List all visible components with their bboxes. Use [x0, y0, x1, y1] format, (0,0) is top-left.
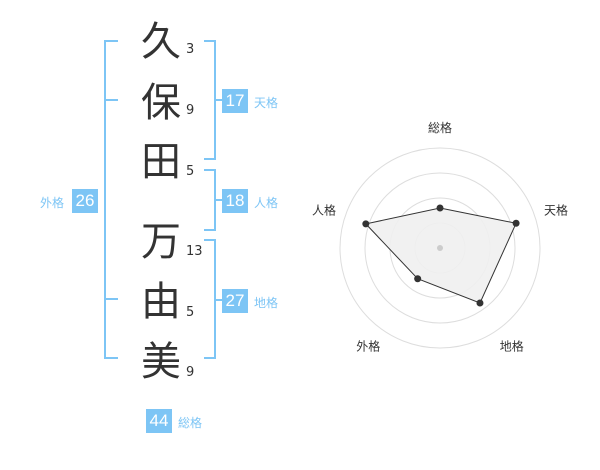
name-char-3: 田	[141, 139, 181, 185]
radar-axis-label-1: 総格	[428, 120, 452, 135]
radar-point-5	[362, 220, 370, 228]
chikaku-value: 27	[222, 289, 248, 313]
soukaku-value: 44	[146, 409, 172, 433]
jinkaku-value: 18	[222, 189, 248, 213]
radar-ring-4	[339, 147, 541, 349]
stroke-count-3: 5	[186, 164, 195, 179]
jinkaku-bracket	[204, 169, 216, 231]
radar-axis-label-3: 地格	[500, 339, 524, 354]
gaikaku-value: 26	[72, 189, 98, 213]
gaikaku-label: 外格	[40, 196, 65, 210]
radar-axis-label-2: 天格	[544, 202, 568, 217]
radar-area	[364, 207, 517, 304]
tenkaku-bracket	[204, 40, 216, 160]
radar-center-dot	[437, 245, 443, 251]
radar-point-2	[512, 219, 520, 227]
gaikaku-bracket	[104, 40, 118, 359]
radar-point-3	[476, 299, 484, 307]
name-char-5: 由	[141, 279, 181, 325]
radar-point-1	[436, 204, 444, 212]
name-char-1: 久	[141, 19, 181, 65]
soukaku-label: 総格	[178, 416, 203, 430]
stroke-count-2: 9	[186, 103, 195, 118]
stroke-count-5: 5	[186, 305, 195, 320]
radar-ring-3	[364, 172, 516, 324]
name-char-6: 美	[141, 339, 181, 385]
radar-axis-label-4: 外格	[356, 339, 380, 354]
jinkaku-label: 人格	[254, 196, 279, 210]
stroke-count-6: 9	[186, 365, 195, 380]
chikaku-bracket	[204, 239, 216, 359]
stroke-count-4: 13	[186, 244, 203, 259]
radar-point-4	[414, 275, 422, 283]
stroke-count-1: 3	[186, 42, 195, 57]
name-char-2: 保	[141, 80, 181, 126]
tenkaku-value: 17	[222, 89, 248, 113]
chikaku-label: 地格	[254, 296, 279, 310]
tenkaku-label: 天格	[254, 96, 279, 110]
radar-axis-label-5: 人格	[312, 202, 336, 217]
name-char-4: 万	[141, 219, 181, 265]
